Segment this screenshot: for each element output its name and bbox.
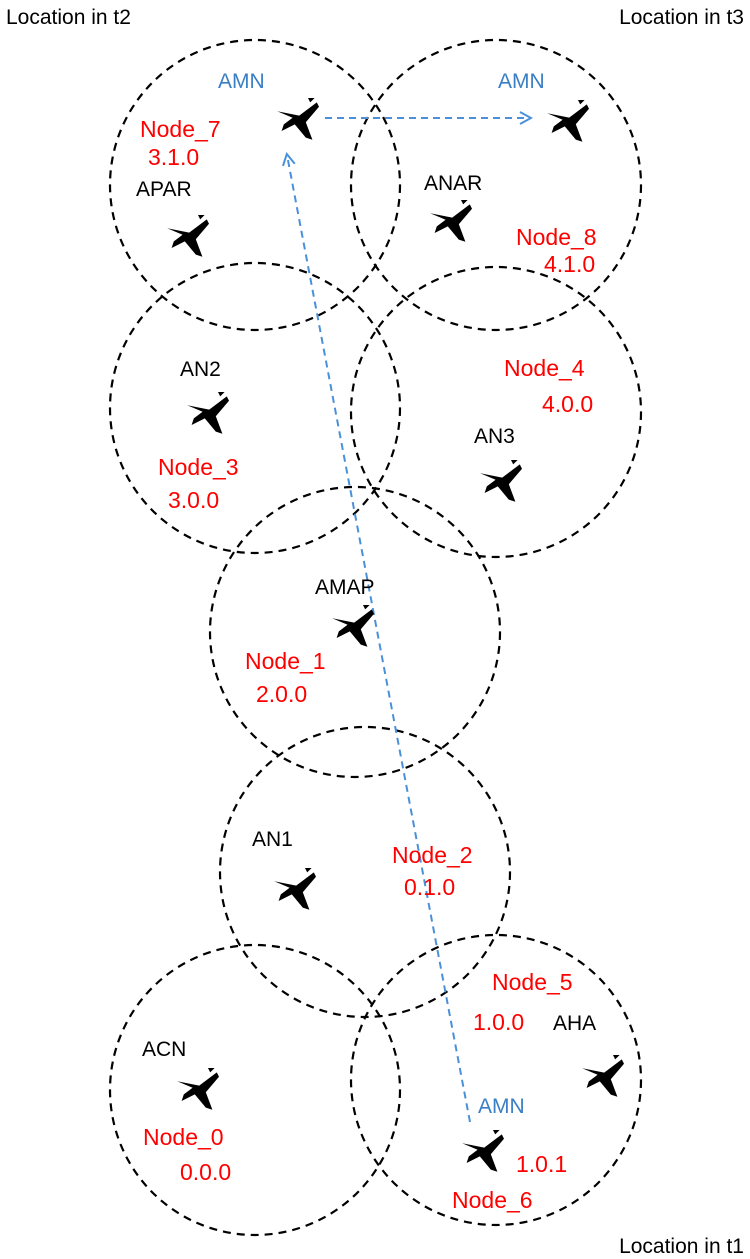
node-2-address: 0.1.0: [404, 874, 455, 900]
aircraft-label-aha: AHA: [553, 1012, 596, 1035]
node-5-address: 1.0.0: [473, 1009, 524, 1035]
aircraft-label-anar: ANAR: [424, 172, 482, 195]
aircraft-label-an3: AN3: [474, 425, 515, 448]
node-4-name: Node_4: [504, 355, 585, 381]
node-2-name: Node_2: [392, 842, 473, 868]
coverage-zones: [108, 38, 643, 1237]
airplane-icon: [582, 1055, 624, 1097]
airplane-icon: [167, 215, 209, 257]
zone-node-3: [108, 261, 402, 555]
airplane-icon: [277, 98, 319, 140]
airplane-icon: [480, 460, 522, 502]
node-8-name: Node_8: [516, 224, 597, 250]
airplane-icon: [177, 1068, 219, 1110]
node-5-name: Node_5: [492, 969, 573, 995]
aircraft-label-apar: APAR: [136, 178, 192, 201]
node-7-address: 3.1.0: [148, 144, 199, 170]
zone-node-7: [108, 38, 402, 332]
node-7-name: Node_7: [140, 116, 221, 142]
aircraft-label-an1: AN1: [252, 828, 293, 851]
airplane-icon: [547, 100, 589, 142]
node-6-address: 1.0.1: [516, 1151, 567, 1177]
movement-arrow-t1-to-t2: [287, 155, 471, 1123]
location-label-t1: Location in t1: [619, 1235, 744, 1258]
zone-node-2: [218, 725, 512, 1019]
zone-node-1: [208, 485, 502, 779]
airplane-icon: [274, 868, 316, 910]
node-6-name: Node_6: [452, 1187, 533, 1213]
zone-node-4: [349, 265, 643, 559]
airplane-icon: [462, 1130, 504, 1172]
aircraft-label-amn: AMN: [478, 1095, 525, 1118]
aircraft-label-amap: AMAP: [315, 576, 375, 599]
aircraft-label-an2: AN2: [180, 358, 221, 381]
aircraft-label-amn: AMN: [218, 70, 265, 93]
aircraft-label-amn: AMN: [498, 70, 545, 93]
node-0-address: 0.0.0: [180, 1159, 231, 1185]
node-3-name: Node_3: [158, 454, 239, 480]
node-1-address: 2.0.0: [256, 681, 307, 707]
zone-node-0: [108, 943, 402, 1237]
node-1-name: Node_1: [245, 648, 326, 674]
node-8-address: 4.1.0: [544, 251, 595, 277]
zone-node-8: [349, 38, 643, 332]
aircraft-label-acn: ACN: [142, 1038, 186, 1061]
location-label-t3: Location in t3: [619, 6, 744, 29]
airplane-icon: [187, 392, 229, 434]
node-4-address: 4.0.0: [542, 391, 593, 417]
zone-node-5-6: [349, 933, 643, 1227]
movement-arrows: [287, 118, 530, 1123]
airplane-icon: [430, 200, 472, 242]
airplane-icon: [332, 605, 374, 647]
location-label-t2: Location in t2: [6, 6, 131, 29]
node-3-address: 3.0.0: [168, 487, 219, 513]
node-0-name: Node_0: [143, 1124, 224, 1150]
